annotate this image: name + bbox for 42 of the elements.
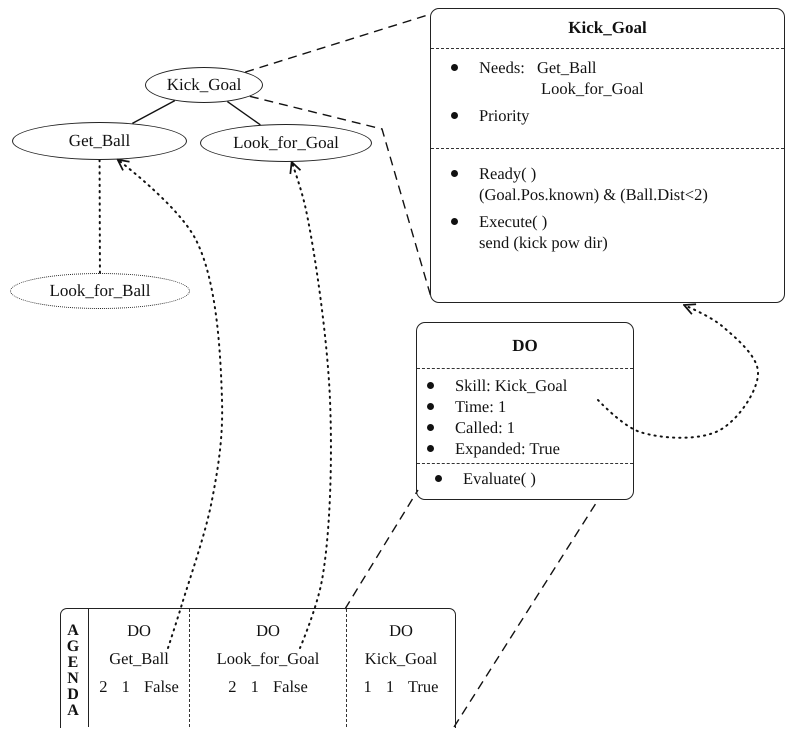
skill-ellipse: [10, 273, 190, 309]
skill-ellipse: [145, 67, 263, 103]
skill-ellipse: [12, 122, 187, 160]
skill-name: Look_for_Goal: [233, 133, 339, 153]
attribute-text: Called: 1: [455, 417, 516, 438]
attribute-text: Skill: Kick_Goal: [455, 375, 568, 396]
connector-line: [250, 96, 432, 298]
attribute-text: send (kick pow dir): [479, 232, 608, 253]
attribute-text: Execute( ): [479, 211, 548, 232]
skill-ellipse: [200, 124, 372, 162]
attribute-text: Priority: [479, 105, 530, 126]
skill-name: Kick_Goal: [166, 75, 242, 95]
arrow: [289, 160, 332, 649]
entry-text: DO: [126, 620, 152, 642]
connector-line: [98, 159, 101, 274]
agenda-panel: [60, 608, 456, 728]
entry-text: DO: [388, 620, 414, 642]
entry-text: Get_Ball: [108, 648, 170, 670]
attribute-text: Ready( ): [479, 163, 536, 184]
connector-line: [226, 100, 261, 126]
card-title: DO: [511, 335, 539, 356]
arrow: [597, 303, 759, 439]
attribute-text: (Goal.Pos.known) & (Ball.Dist<2): [479, 184, 708, 205]
card-title: Kick_Goal: [567, 17, 648, 38]
skill-name: Look_for_Ball: [49, 281, 151, 301]
attribute-text: Needs: Get_Ball Look_for_Goal: [479, 57, 645, 99]
entry-text: Look_for_Goal: [216, 648, 320, 670]
skill-card: [430, 8, 785, 303]
do-card: [416, 322, 634, 500]
entry-text: Kick_Goal: [364, 648, 438, 670]
agenda-heading: AGENDA: [66, 623, 80, 719]
entry-text: 1 1 True: [362, 676, 440, 698]
entry-text: 2 1 False: [98, 676, 180, 698]
entry-text: DO: [255, 620, 281, 642]
attribute-text: Evaluate( ): [463, 468, 536, 489]
connector-line: [344, 490, 419, 610]
connector-line: [132, 100, 176, 124]
skill-name: Get_Ball: [68, 131, 130, 151]
arrow: [116, 158, 224, 649]
entry-text: 2 1 False: [227, 676, 309, 698]
attribute-text: Time: 1: [455, 396, 506, 417]
attribute-text: Expanded: True: [455, 438, 560, 459]
